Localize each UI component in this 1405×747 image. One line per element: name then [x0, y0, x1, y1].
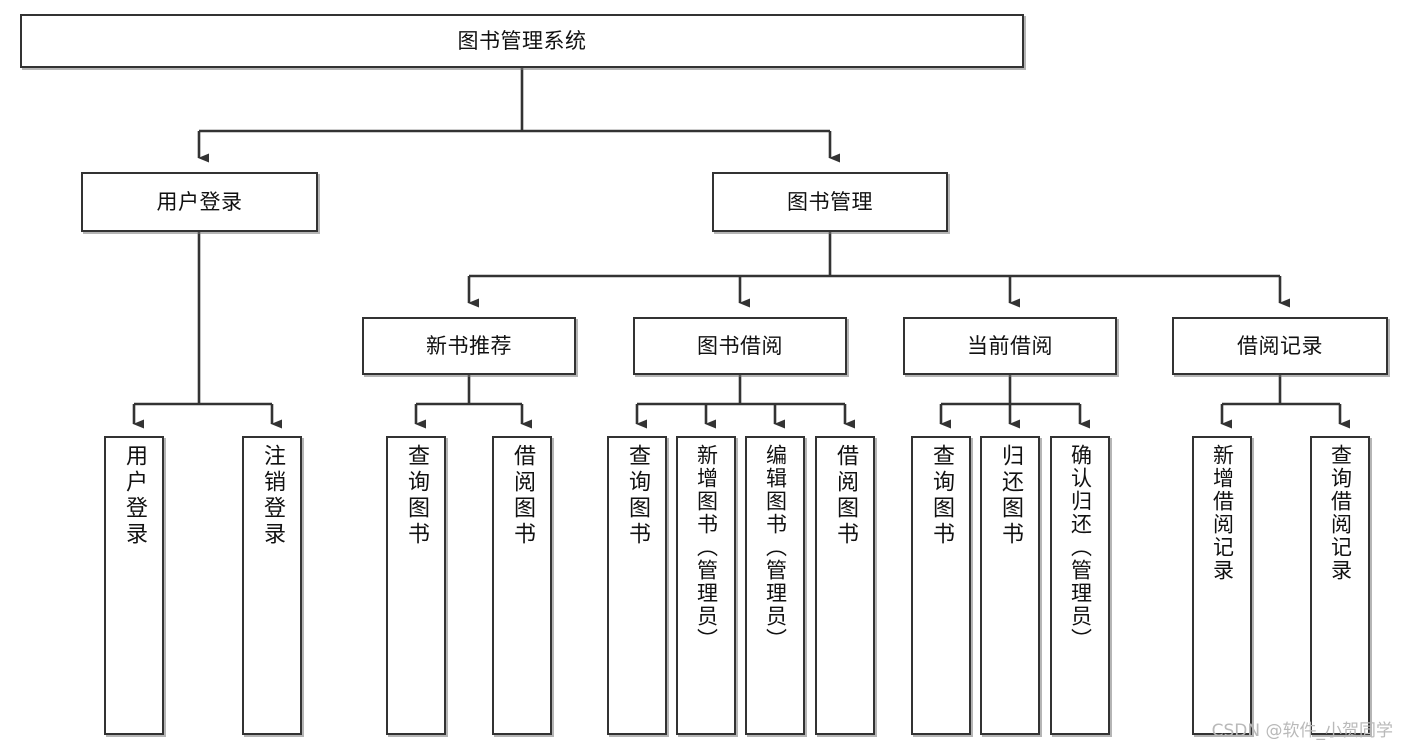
node-book-borrow-label: 图书借阅 [697, 333, 783, 358]
node-root-label: 图书管理系统 [457, 28, 587, 53]
node-new-book-recommend[interactable]: 新书推荐 [362, 317, 576, 375]
node-leaf-query-record[interactable]: 查询借阅记录 [1310, 436, 1370, 735]
node-leaf-add-record-label: 新增借阅记录 [1210, 444, 1235, 582]
node-leaf-borrow-book-2[interactable]: 借阅图书 [815, 436, 875, 735]
node-leaf-query-book-1-label: 查询图书 [404, 444, 429, 548]
node-leaf-add-record[interactable]: 新增借阅记录 [1192, 436, 1252, 735]
node-leaf-borrow-book-2-label: 借阅图书 [833, 444, 858, 548]
node-root[interactable]: 图书管理系统 [20, 14, 1024, 68]
node-book-borrow[interactable]: 图书借阅 [633, 317, 847, 375]
node-leaf-query-book-3[interactable]: 查询图书 [911, 436, 971, 735]
node-leaf-query-record-label: 查询借阅记录 [1328, 444, 1353, 582]
node-current-borrow[interactable]: 当前借阅 [903, 317, 1117, 375]
node-leaf-edit-book-label: 编辑图书（管理员） [763, 444, 788, 651]
node-leaf-query-book-2[interactable]: 查询图书 [607, 436, 667, 735]
node-current-borrow-label: 当前借阅 [967, 333, 1053, 358]
node-leaf-return-book[interactable]: 归还图书 [980, 436, 1040, 735]
node-leaf-query-book-2-label: 查询图书 [625, 444, 650, 548]
node-leaf-confirm-return[interactable]: 确认归还（管理员） [1050, 436, 1110, 735]
node-leaf-user-logout[interactable]: 注销登录 [242, 436, 302, 735]
node-leaf-user-login-label: 用户登录 [122, 444, 147, 548]
node-borrow-records-label: 借阅记录 [1237, 333, 1323, 358]
node-leaf-query-book-3-label: 查询图书 [929, 444, 954, 548]
node-leaf-edit-book[interactable]: 编辑图书（管理员） [745, 436, 805, 735]
node-leaf-query-book-1[interactable]: 查询图书 [386, 436, 446, 735]
watermark-text: CSDN @软件_小贺同学 [1211, 721, 1393, 741]
node-leaf-add-book[interactable]: 新增图书（管理员） [676, 436, 736, 735]
node-leaf-borrow-book-1-label: 借阅图书 [510, 444, 535, 548]
node-leaf-confirm-return-label: 确认归还（管理员） [1068, 444, 1093, 651]
node-leaf-borrow-book-1[interactable]: 借阅图书 [492, 436, 552, 735]
node-leaf-user-logout-label: 注销登录 [260, 444, 285, 548]
node-new-book-recommend-label: 新书推荐 [426, 333, 512, 358]
node-user-login-label: 用户登录 [156, 189, 243, 214]
node-user-login[interactable]: 用户登录 [81, 172, 318, 232]
node-borrow-records[interactable]: 借阅记录 [1172, 317, 1388, 375]
node-leaf-add-book-label: 新增图书（管理员） [694, 444, 719, 651]
node-leaf-user-login[interactable]: 用户登录 [104, 436, 164, 735]
node-book-management-label: 图书管理 [787, 189, 873, 214]
node-leaf-return-book-label: 归还图书 [998, 444, 1023, 548]
node-book-management[interactable]: 图书管理 [712, 172, 948, 232]
